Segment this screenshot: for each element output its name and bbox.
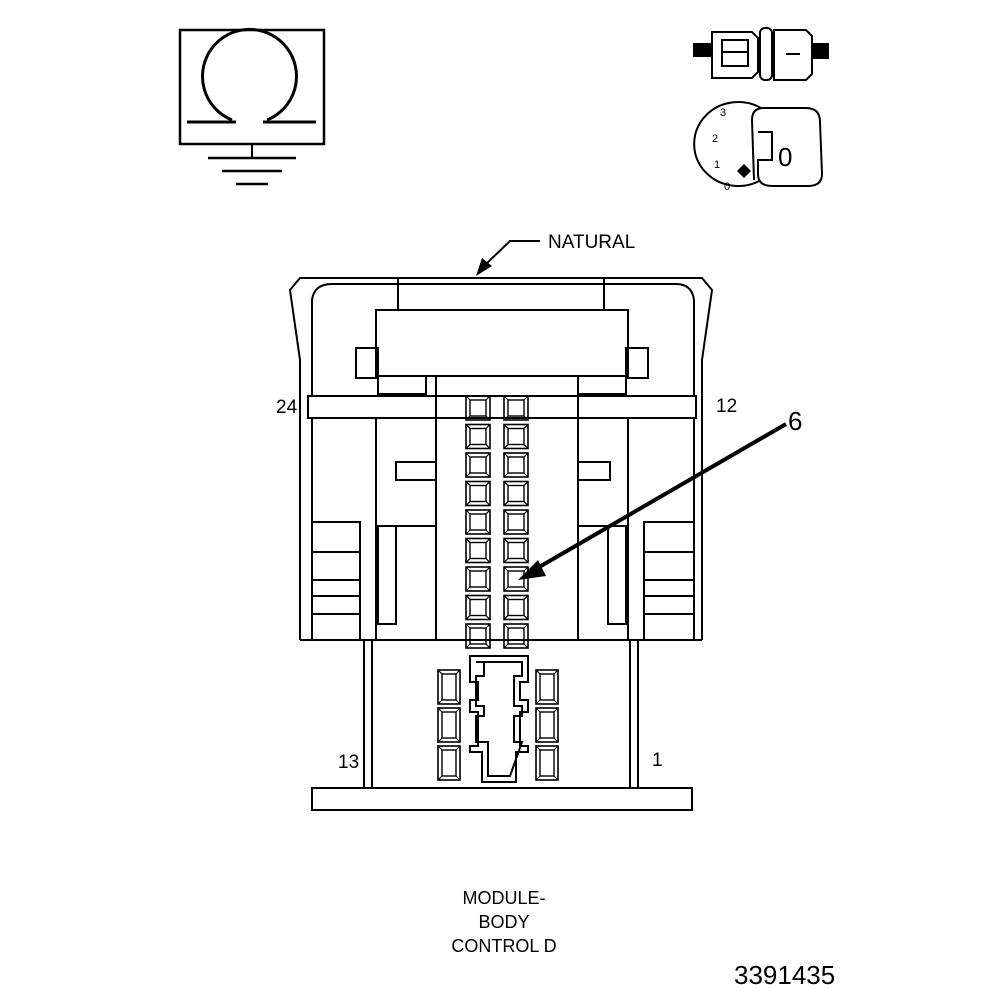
color-label: NATURAL	[548, 232, 635, 253]
ohm-ground-icon	[178, 27, 326, 186]
terminal-cavity	[503, 537, 529, 564]
connector-plug-icon	[693, 27, 829, 81]
terminal-cavity	[465, 423, 491, 450]
terminal-cavity	[465, 623, 491, 649]
ignition-key-icon	[693, 101, 824, 187]
terminal-cavity	[437, 745, 461, 781]
terminal-cavity	[503, 509, 529, 535]
terminal-cavity	[503, 623, 529, 649]
terminal-cavity	[465, 452, 491, 478]
callout-arrow	[518, 422, 788, 580]
terminal-cavity	[437, 669, 461, 705]
caption-line-1: MODULE-	[462, 888, 545, 908]
ignition-position-3: 3	[720, 107, 726, 119]
ignition-position-2: 2	[712, 133, 718, 145]
terminal-cavity	[503, 452, 529, 478]
terminal-cavity	[535, 707, 559, 743]
terminal-cavity	[535, 669, 559, 705]
terminal-cavity	[535, 745, 559, 781]
caption-line-3: CONTROL D	[451, 936, 556, 956]
terminal-cavity	[465, 395, 491, 421]
connector-body	[288, 277, 714, 811]
ignition-position-0: 0	[724, 181, 730, 193]
terminal-cavity	[503, 480, 529, 507]
terminal-cavity	[465, 594, 491, 621]
terminal-cavities	[437, 395, 559, 781]
terminal-cavity	[465, 480, 491, 507]
terminal-cavity	[503, 395, 529, 421]
pin-label-1: 1	[652, 750, 663, 771]
pin-label-13: 13	[338, 752, 359, 773]
key-label: 0	[778, 142, 792, 172]
terminal-cavity	[465, 509, 491, 535]
terminal-cavity	[437, 707, 461, 743]
terminal-cavity	[465, 566, 491, 592]
terminal-cavity	[465, 537, 491, 564]
callout-number: 6	[788, 406, 802, 436]
color-leader-line	[476, 240, 540, 276]
figure-id: 3391435	[734, 960, 835, 990]
terminal-cavity	[503, 423, 529, 450]
caption-line-2: BODY	[478, 912, 529, 932]
ignition-position-1: 1	[714, 159, 720, 171]
terminal-cavity	[503, 594, 529, 621]
pin-label-24: 24	[276, 397, 298, 418]
pin-label-12: 12	[716, 396, 737, 417]
